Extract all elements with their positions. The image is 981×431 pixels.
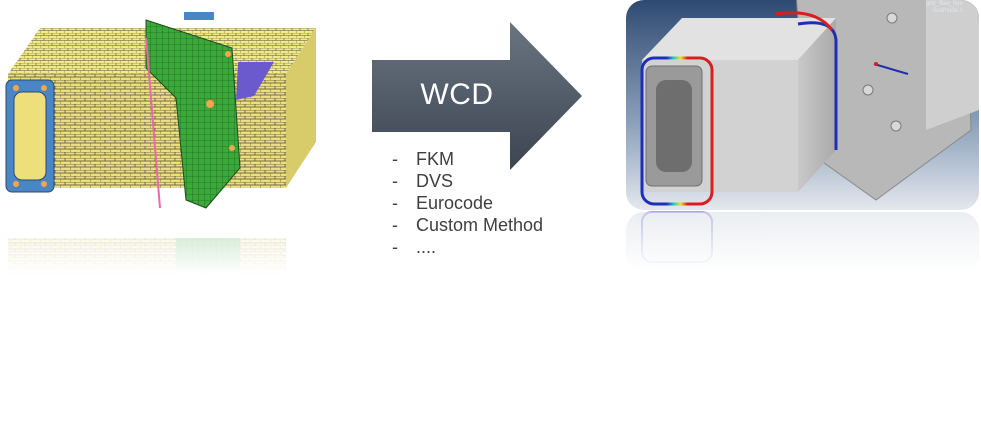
list-item: -FKM — [392, 149, 454, 169]
result-visualization: grid_flow_fem Seamode 1 — [626, 0, 979, 272]
weld-front — [640, 56, 714, 206]
arrow-label: WCD — [420, 78, 494, 111]
green-bracket — [145, 19, 241, 209]
method-label: .... — [416, 237, 437, 257]
top-plate — [184, 12, 214, 20]
box-side-face — [798, 18, 836, 192]
result-graphic — [626, 0, 979, 272]
box-top-face — [642, 18, 836, 60]
arrow-shape — [372, 22, 582, 170]
method-label: FKM — [416, 149, 454, 169]
methods-list: -FKM -DVS -Eurocode -Custom Method -.... — [392, 148, 543, 258]
list-item: -Custom Method — [392, 215, 544, 235]
list-item: -Eurocode — [392, 193, 494, 213]
viewer-info-text: grid_flow_fem Seamode 1 — [925, 1, 963, 14]
list-item: -.... — [392, 237, 437, 257]
purple-plate — [236, 62, 274, 100]
mesh-model-image — [0, 8, 330, 308]
process-arrow: WCD — [372, 22, 584, 170]
mesh-side-face — [286, 28, 316, 188]
list-item: -DVS — [392, 171, 454, 191]
mesh-model-graphic — [0, 12, 330, 308]
method-label: Custom Method — [416, 215, 544, 235]
method-label: DVS — [416, 171, 454, 191]
method-label: Eurocode — [416, 193, 494, 213]
